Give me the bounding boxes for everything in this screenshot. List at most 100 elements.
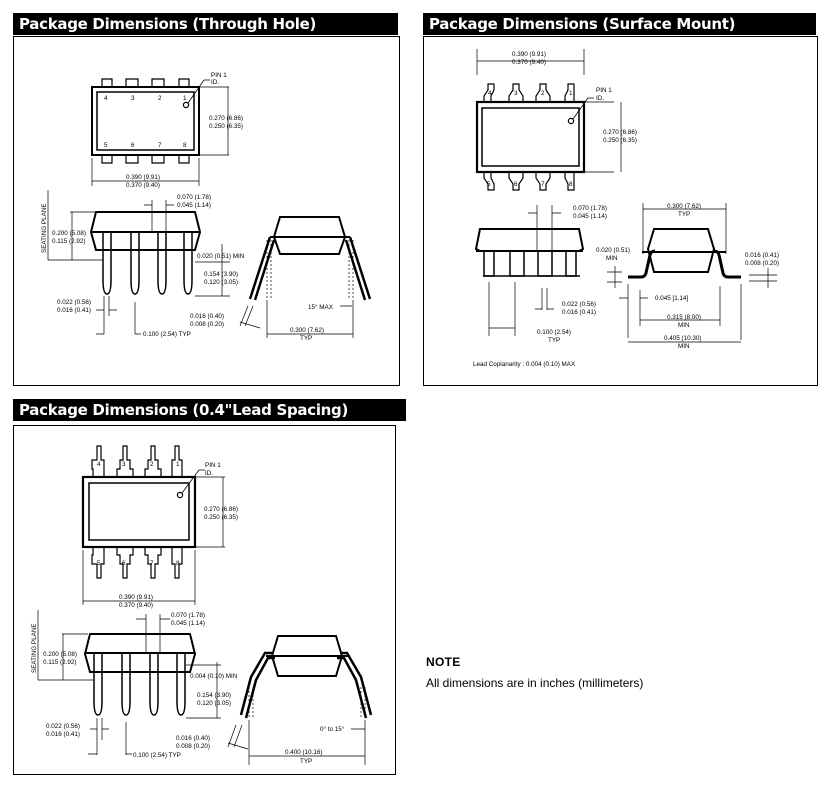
pin-label: 3	[131, 95, 135, 102]
surface-mount-title: Package Dimensions (Surface Mount)	[423, 13, 816, 35]
ls-side-leads	[93, 653, 186, 716]
pin-label: 8	[183, 142, 187, 149]
ls-body-width-min: 0.370 (9.40)	[119, 602, 153, 609]
th-lead-thick-min: 0.008 (0.20)	[190, 321, 224, 328]
ls-body-height-max: 0.270 (6.86)	[204, 506, 238, 513]
ls-pin1-dot	[176, 491, 184, 499]
sm-outer-span: 0.405 (10.30)	[664, 335, 701, 342]
sm-body-height-max: 0.270 (6.86)	[603, 129, 637, 136]
ls-pin-labels: 4 3 2 1 5 6 7 8	[97, 461, 180, 567]
pin-label: 1	[569, 90, 573, 97]
pin-label: 5	[104, 142, 108, 149]
sm-lead-thick-max: 0.016 (0.41)	[745, 252, 779, 259]
th-lead-length-min: 0.120 (3.05)	[204, 279, 238, 286]
through-hole-title: Package Dimensions (Through Hole)	[13, 13, 398, 35]
ls-pkg-height-max: 0.200 (5.08)	[43, 651, 77, 658]
ls-end-lead-right	[337, 651, 373, 719]
sm-top-body-outer	[475, 100, 586, 174]
th-lead-length-max: 0.154 (3.90)	[204, 271, 238, 278]
ls-lead-thick-max: 0.016 (0.40)	[176, 735, 210, 742]
th-top-body-outer	[91, 86, 200, 156]
ls-body-height-min: 0.250 (6.35)	[204, 514, 238, 521]
sm-inner-span: 0.315 (8.00)	[667, 314, 701, 321]
sm-upper-lead-min: 0.045 (1.14)	[573, 213, 607, 220]
ls-pitch: 0.100 (2.54) TYP	[133, 752, 181, 759]
lead-spacing-title: Package Dimensions (0.4"Lead Spacing)	[13, 399, 406, 421]
ls-row-spacing-typ: TYP	[300, 758, 312, 765]
sm-pin-labels: 4 3 2 1 5 6 7 8	[487, 90, 573, 188]
pin-label: 5	[487, 181, 491, 188]
ls-upper-lead-max: 0.070 (1.78)	[171, 612, 205, 619]
sm-row-spacing: 0.300 (7.62)	[667, 203, 701, 210]
pin-label: 2	[150, 461, 154, 468]
pin-label: 1	[176, 461, 180, 468]
sm-end-lead-left	[628, 249, 656, 279]
sm-outer-span-min: MIN	[678, 343, 690, 350]
pin-label: 8	[569, 181, 573, 188]
th-top-pins	[101, 78, 190, 164]
th-seating-plane: SEATING PLANE	[41, 203, 48, 253]
pin-label: 2	[541, 90, 545, 97]
sm-pin1-label: PIN 1	[596, 87, 612, 94]
sm-pin1-label-id: ID.	[596, 95, 604, 102]
pin-label: 8	[176, 560, 180, 567]
pin-label: 4	[97, 461, 101, 468]
sm-foot-length: 0.045 [1.14]	[655, 295, 689, 302]
sm-end-body	[646, 228, 716, 273]
ls-upper-lead-min: 0.045 (1.14)	[171, 620, 205, 627]
pin-label: 6	[131, 142, 135, 149]
pin-label: 3	[514, 90, 518, 97]
ls-lead-width-max: 0.022 (0.56)	[46, 723, 80, 730]
sm-coplanarity: Lead Coplanarity : 0.004 (0.10) MAX	[473, 361, 576, 368]
through-hole-panel	[13, 36, 400, 386]
sm-row-spacing-typ: TYP	[678, 211, 690, 218]
th-body-height-max: 0.270 (6.86)	[209, 115, 243, 122]
pin-label: 6	[514, 181, 518, 188]
th-pin1-label-id: ID.	[211, 79, 219, 86]
th-pkg-height-min: 0.115 (2.92)	[52, 238, 86, 245]
sm-upper-lead-max: 0.070 (1.78)	[573, 205, 607, 212]
pin-label: 2	[158, 95, 162, 102]
note-heading: NOTE	[426, 655, 461, 669]
th-upper-lead-max: 0.070 (1.78)	[177, 194, 211, 201]
sm-end-lead-right	[713, 249, 741, 279]
ls-angle: 0° to 15°	[320, 725, 345, 733]
ls-lead-length-max: 0.154 (3.90)	[197, 692, 231, 699]
ls-lead-thick-min: 0.008 (0.20)	[176, 743, 210, 750]
pin-label: 7	[150, 560, 154, 567]
th-pin1-label: PIN 1	[211, 72, 227, 79]
ls-pin1-label-id: ID.	[205, 470, 213, 477]
sm-body-height-min: 0.250 (6.35)	[603, 137, 637, 144]
ls-top-body-outer	[81, 475, 197, 549]
th-lead-thick-max: 0.016 (0.40)	[190, 313, 224, 320]
ls-pkg-height-min: 0.115 (2.92)	[43, 659, 77, 666]
sm-pin1-dot	[567, 117, 575, 125]
sm-pitch: 0.100 (2.54)	[537, 329, 571, 336]
pin-label: 4	[104, 95, 108, 102]
th-body-width-max: 0.390 (9.91)	[126, 174, 160, 181]
th-lead-width-max: 0.022 (0.56)	[57, 299, 91, 306]
th-pitch: 0.100 (2.54) TYP	[143, 331, 191, 338]
ls-pin1-label: PIN 1	[205, 462, 221, 469]
ls-lead-width-min: 0.016 (0.41)	[46, 731, 80, 738]
th-pin-labels: 4 3 2 1 5 6 7 8	[104, 95, 187, 149]
pin-label: 4	[488, 90, 492, 97]
sm-body-width-max: 0.390 (9.91)	[512, 51, 546, 58]
th-pkg-height-max: 0.200 (5.08)	[52, 230, 86, 237]
th-upper-lead-min: 0.045 (1.14)	[177, 202, 211, 209]
ls-end-lead-left	[239, 651, 275, 719]
ls-standoff: 0.004 (0.10) MIN	[190, 673, 238, 680]
sm-top-body-inner	[481, 107, 580, 167]
th-row-spacing: 0.300 (7.62)	[290, 327, 324, 334]
sm-lead-width-max: 0.022 (0.56)	[562, 301, 596, 308]
pin-label: 1	[183, 95, 187, 102]
th-standoff: 0.020 (0.51) MIN	[197, 253, 245, 260]
pin-label: 7	[541, 181, 545, 188]
th-angle: 15° MAX	[308, 303, 334, 311]
pin-label: 3	[122, 461, 126, 468]
sm-standoff-min: MIN	[606, 255, 618, 262]
th-row-spacing-typ: TYP	[300, 335, 312, 342]
ls-top-pins	[91, 445, 183, 579]
